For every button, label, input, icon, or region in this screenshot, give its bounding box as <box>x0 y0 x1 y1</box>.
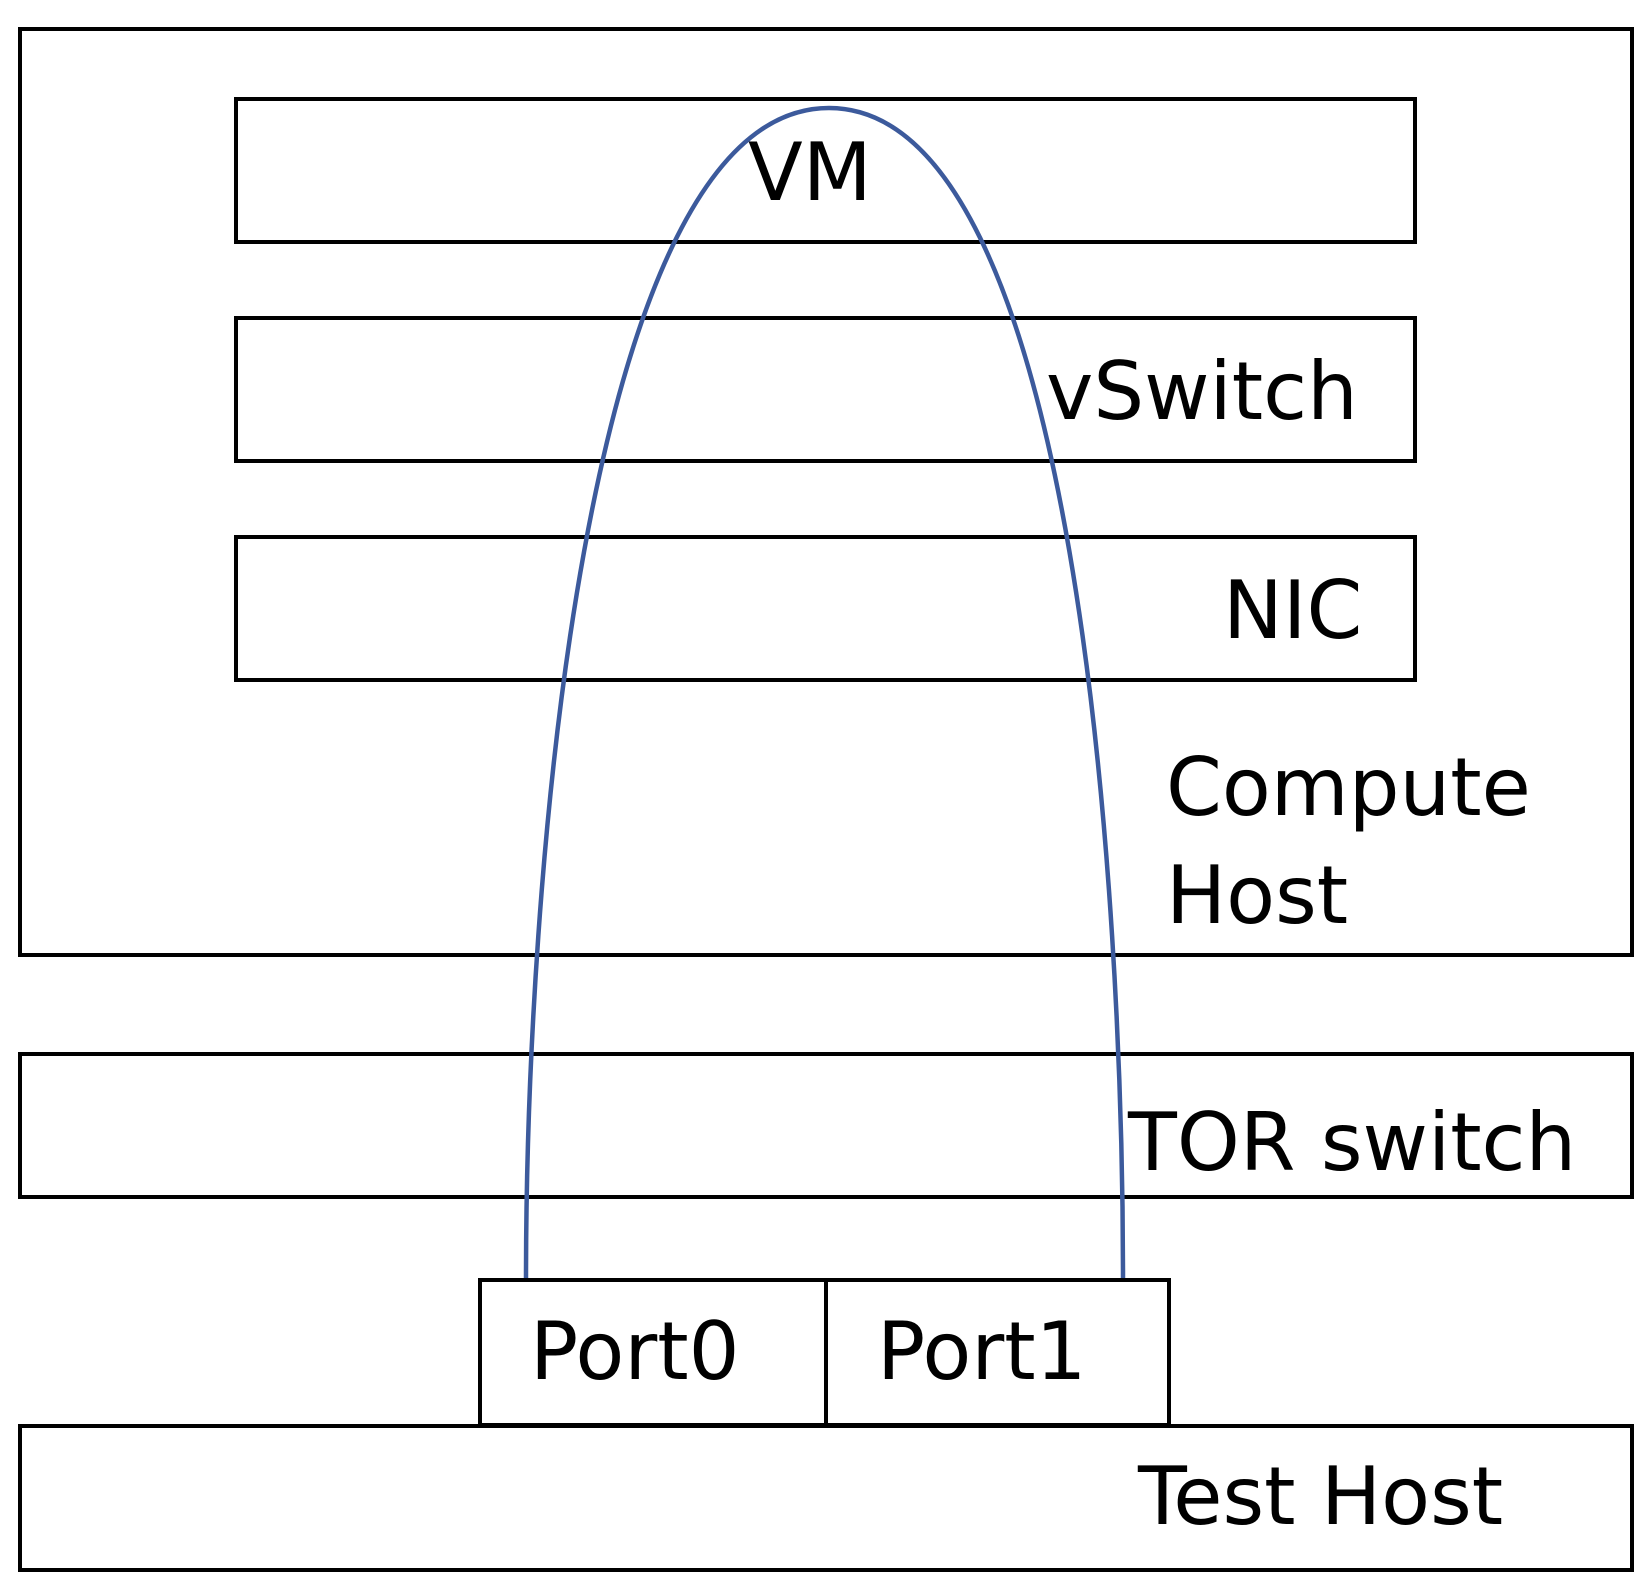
port1-label: Port1 <box>877 1305 1087 1398</box>
vswitch-label: vSwitch <box>1046 345 1358 438</box>
tor-switch-label: TOR switch <box>1128 1096 1577 1189</box>
port1-box <box>824 1278 1171 1427</box>
vm-label: VM <box>748 126 872 219</box>
compute-host-label-line1: Compute <box>1166 741 1531 834</box>
nic-label: NIC <box>1223 564 1363 657</box>
test-host-label: Test Host <box>1138 1450 1504 1543</box>
compute-host-label-line2: Host <box>1166 849 1349 942</box>
compute-host-label: Compute Host <box>1166 734 1531 950</box>
port0-label: Port0 <box>530 1305 740 1398</box>
